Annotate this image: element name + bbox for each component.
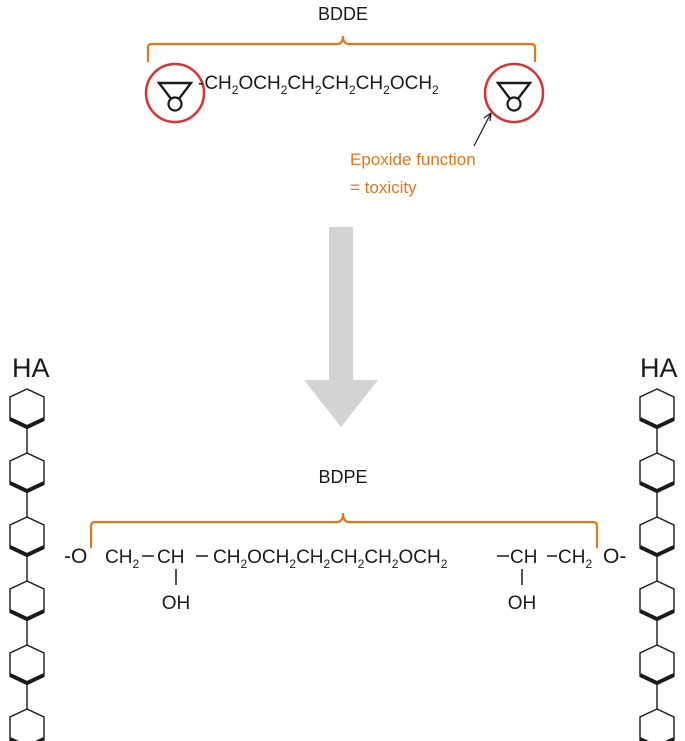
ha-right-chain bbox=[639, 388, 675, 741]
ha-ring-bold-edge bbox=[9, 481, 45, 494]
annotation-arrow bbox=[473, 112, 492, 147]
chain-group-ch2-1: CH2 bbox=[105, 547, 139, 571]
ha-ring-bold-edge bbox=[639, 673, 675, 686]
epoxide-annotation-line2: = toxicity bbox=[350, 178, 417, 197]
ha-sugar-ring bbox=[9, 708, 45, 741]
ha-ring-bold-edge bbox=[639, 481, 675, 494]
oh-right: OH bbox=[508, 593, 537, 614]
reaction-arrow bbox=[304, 227, 378, 427]
chain-group-ch-2: CH bbox=[510, 547, 537, 568]
ha-ring-bold-edge bbox=[9, 545, 45, 558]
ha-ring-bold-edge bbox=[639, 417, 675, 430]
bdde-brace bbox=[146, 35, 537, 62]
bdpe-brace bbox=[89, 512, 599, 548]
right-epoxide-ring bbox=[483, 62, 545, 124]
epoxide-annotation-line1: Epoxide function bbox=[350, 150, 476, 169]
chain-group-ch2-2: CH2OCH2CH2CH2CH2OCH2 bbox=[213, 547, 448, 571]
bdpe-title: BDPE bbox=[318, 467, 367, 487]
chain-group-ch-1: CH bbox=[157, 547, 184, 568]
ha-sugar-ring bbox=[639, 708, 675, 741]
ha-ring-bold-edge bbox=[639, 609, 675, 622]
ha-ring-bold-edge bbox=[9, 673, 45, 686]
right-linkage-oxygen: O- bbox=[603, 545, 626, 568]
left-epoxide-ring bbox=[144, 62, 206, 124]
ha-ring-bold-edge bbox=[9, 609, 45, 622]
ha-ring-bold-edge bbox=[9, 417, 45, 430]
oh-left: OH bbox=[162, 593, 191, 614]
chain-group-ch2-3: CH2 bbox=[558, 547, 592, 571]
ha-left-chain bbox=[9, 388, 45, 741]
bdde-title: BDDE bbox=[318, 4, 368, 24]
left-linkage-oxygen: -O bbox=[64, 545, 87, 568]
bdde-chain-formula: -CH2OCH2CH2CH2CH2OCH2 bbox=[198, 73, 439, 97]
ha-right-label: HA bbox=[640, 353, 678, 383]
bdpe-chain: CH2 CH CH2OCH2CH2CH2CH2OCH2 CH CH2 OH OH bbox=[105, 547, 592, 614]
ha-ring-bold-edge bbox=[639, 545, 675, 558]
ha-left-label: HA bbox=[12, 353, 50, 383]
